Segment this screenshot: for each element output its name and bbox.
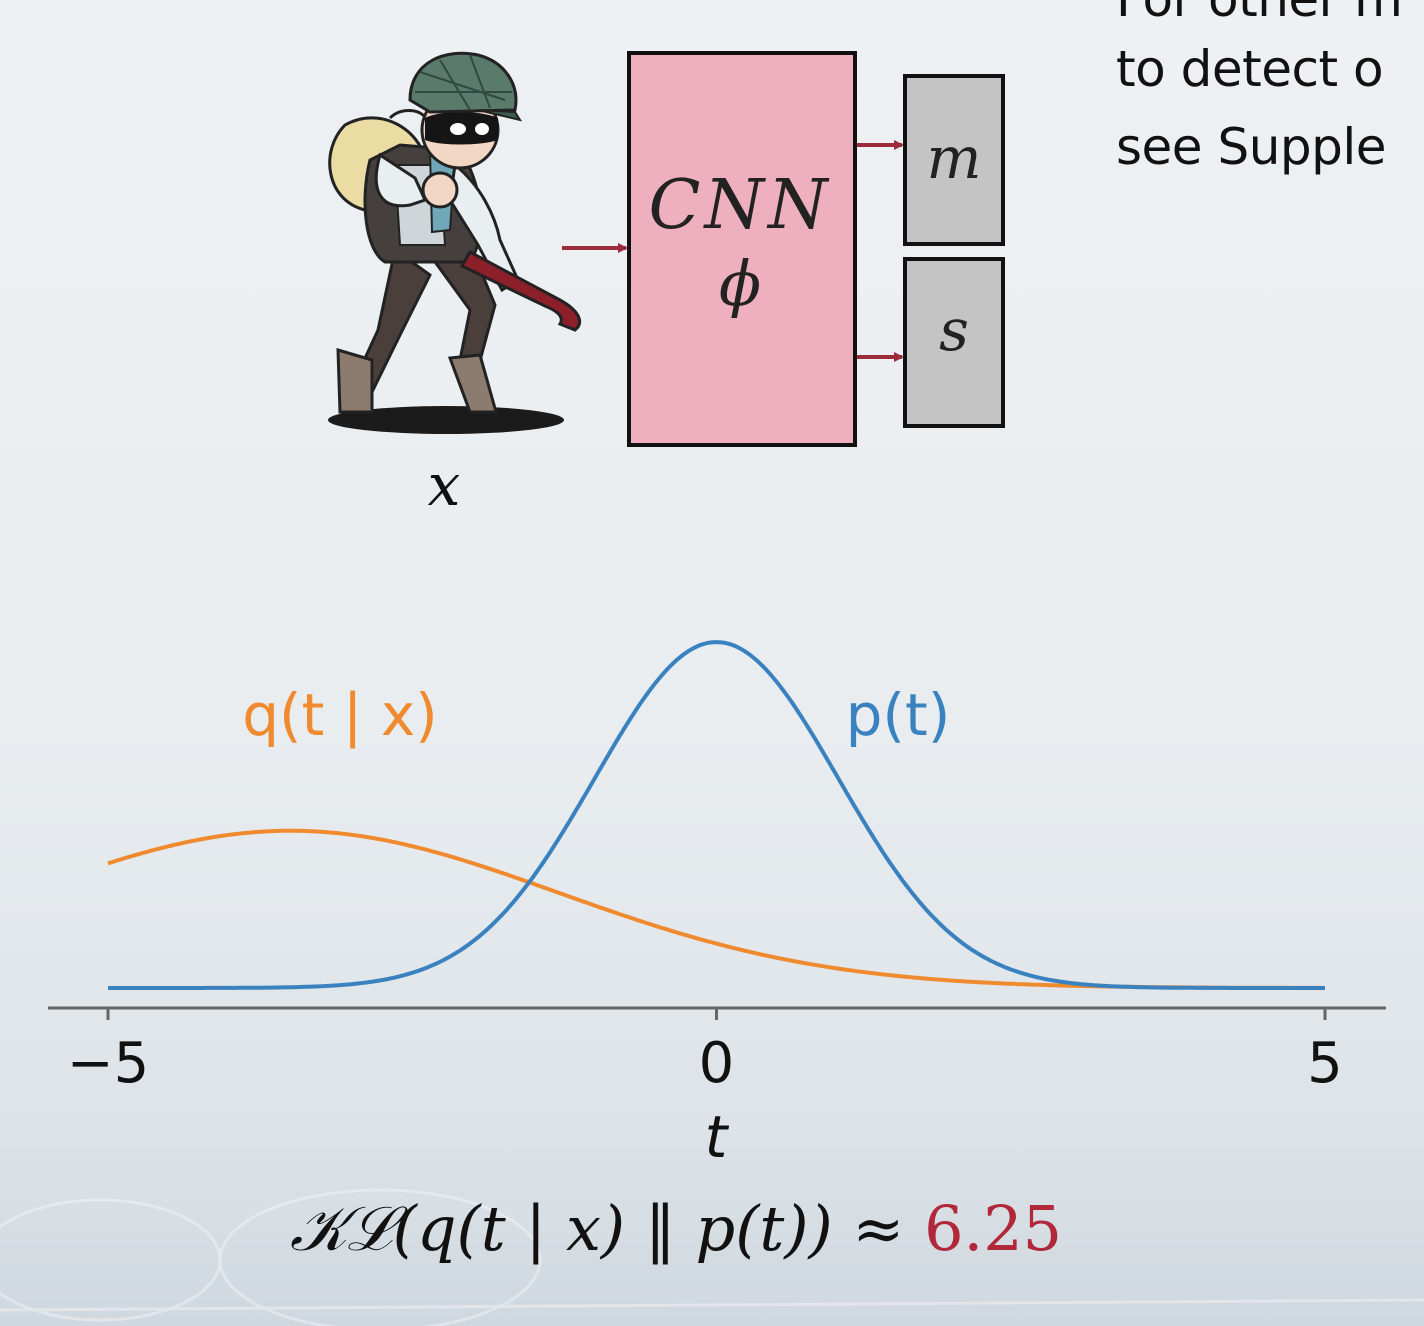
kl-expression: 𝒦ℒ(q(t | x) ‖ p(t)) ≈ bbox=[290, 1192, 905, 1265]
side-text-line-3: see Supple bbox=[1116, 118, 1387, 176]
x-tick-label: −5 bbox=[67, 1031, 150, 1096]
output-mean-label: m bbox=[927, 124, 982, 192]
output-std-label: s bbox=[939, 296, 969, 364]
background-decoration bbox=[0, 1188, 1424, 1326]
kl-divergence-expression: 𝒦ℒ(q(t | x) ‖ p(t)) ≈ 6.25 bbox=[290, 1192, 1062, 1266]
side-text-line-1: For other m bbox=[1116, 0, 1403, 28]
cnn-box bbox=[627, 51, 857, 447]
input-label: x bbox=[428, 451, 461, 519]
cnn-param: ϕ bbox=[719, 247, 761, 320]
x-tick-label: 5 bbox=[1307, 1031, 1343, 1096]
side-text-line-2: to detect o bbox=[1116, 40, 1384, 98]
distribution-chart: −5 0 5 q(t | x) p(t) t bbox=[48, 640, 1386, 1171]
series-line-p bbox=[108, 640, 1325, 990]
kl-value: 6.25 bbox=[924, 1192, 1063, 1265]
series-label-p: p(t) bbox=[846, 681, 951, 749]
burglar-illustration bbox=[328, 51, 581, 434]
cnn-label: CNN bbox=[648, 166, 831, 245]
x-axis-label: t bbox=[705, 1103, 730, 1171]
output-mean-box bbox=[903, 74, 1005, 246]
output-std-box bbox=[903, 257, 1005, 428]
series-label-q: q(t | x) bbox=[242, 681, 438, 749]
x-tick-label: 0 bbox=[699, 1031, 735, 1096]
series-line-q bbox=[107, 828, 1325, 990]
